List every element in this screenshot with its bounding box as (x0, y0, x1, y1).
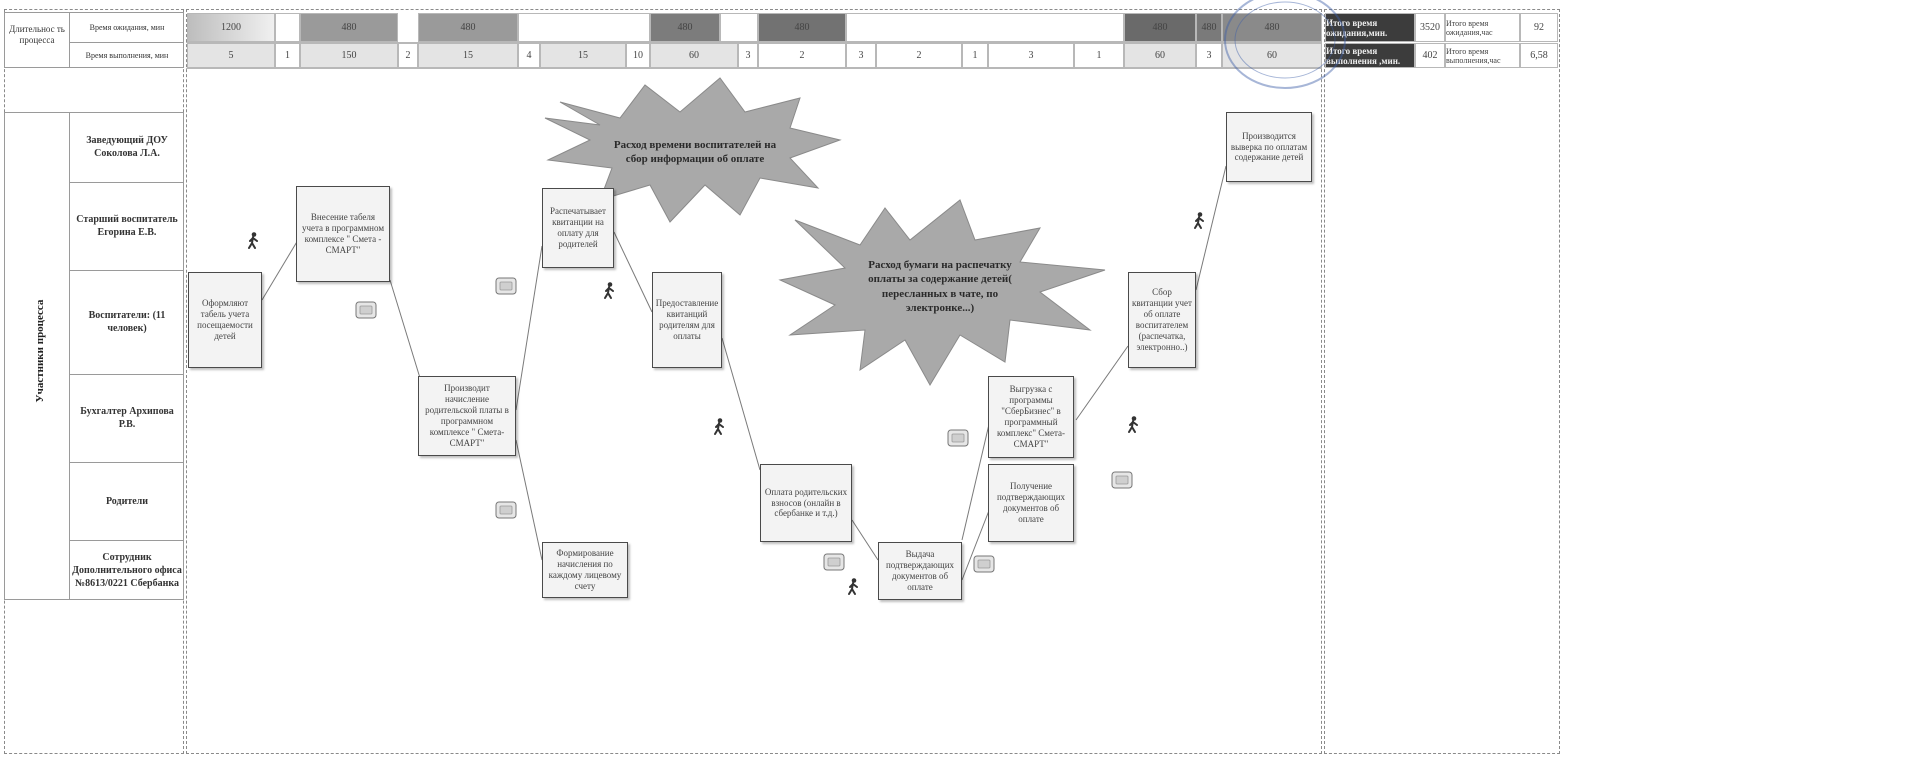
step-parent-payment: Оплата родительских взносов (онлайн в сб… (760, 464, 852, 542)
wait-cell: 480 (1124, 13, 1196, 42)
wait-cell: 480 (1222, 13, 1322, 42)
lane-label-senior-educator: Старший воспитатель Егорина Е.В. (76, 214, 178, 238)
exec-cell: 60 (1222, 43, 1322, 68)
callout-time-expense: Расход времени воспитателей на сбор инфо… (613, 139, 777, 166)
callout-paper-expense: Расход бумаги на распечатку оплаты за со… (868, 259, 1012, 314)
exec-cell: 2 (398, 43, 418, 68)
wait-cell-empty (720, 13, 758, 42)
total-exec-min-label: Итого время выполнения ,мин. (1325, 43, 1415, 68)
lane-label-educators: Воспитатели: (11 человек) (88, 310, 166, 334)
wait-row-label: Время ожидания, мин (89, 23, 165, 32)
wait-cell: 480 (300, 13, 398, 42)
step-reconcile: Производится выверка по оплатам содержан… (1226, 112, 1312, 182)
total-exec-hr-value: 6,58 (1520, 43, 1558, 68)
participants-table (4, 112, 184, 600)
exec-cell: 60 (650, 43, 738, 68)
exec-cell: 3 (1196, 43, 1222, 68)
exec-cell: 15 (418, 43, 518, 68)
exec-cell: 10 (626, 43, 650, 68)
wait-cell-empty (275, 13, 300, 42)
wait-cell: 1200 (187, 13, 275, 42)
step-print-receipts: Распечатывает квитанции на оплату для ро… (542, 188, 614, 268)
step-issue-docs: Выдача подтверждающих документов об опла… (878, 542, 962, 600)
exec-cell: 1 (275, 43, 300, 68)
total-wait-min-label: Итого время ожидания,мин. (1325, 13, 1415, 42)
step-receive-docs: Получение подтверждающих документов об о… (988, 464, 1074, 542)
total-exec-hr-label: Итого время выполнения,час (1445, 43, 1520, 68)
exec-cell: 5 (187, 43, 275, 68)
exec-cell: 1 (962, 43, 988, 68)
exec-cell: 1 (1074, 43, 1124, 68)
step-give-receipts: Предоставление квитанций родителям для о… (652, 272, 722, 368)
lane-label-bank-employee: Сотрудник Дополнительного офиса №8613/02… (72, 551, 182, 589)
wait-cell-empty (518, 13, 650, 42)
diagram-frame (186, 9, 1322, 754)
exec-cell: 2 (758, 43, 846, 68)
wait-cell: 480 (650, 13, 720, 42)
total-wait-hr-label: Итого время ожидания,час (1445, 13, 1520, 42)
lane-label-head: Заведующий ДОУ Соколова Л.А. (86, 135, 168, 159)
timing-row-bottom (186, 68, 1322, 69)
exec-cell: 3 (738, 43, 758, 68)
participants-divider (69, 112, 70, 600)
exec-cell: 15 (540, 43, 626, 68)
lane-line (70, 374, 184, 375)
step-fill-timesheet: Оформляют табель учета посещаемости дете… (188, 272, 262, 368)
timing-row-separator (186, 42, 1322, 43)
lane-line (70, 270, 184, 271)
exec-cell: 2 (876, 43, 962, 68)
exec-cell: 3 (988, 43, 1074, 68)
wait-cell-empty (846, 13, 1124, 42)
wait-cell: 480 (418, 13, 518, 42)
totals-frame (1324, 9, 1560, 754)
participants-label: Участники процесса (34, 299, 46, 403)
wait-cell: 480 (1196, 13, 1222, 42)
duration-label: Длительнос ть процесса (9, 24, 65, 46)
lane-line (70, 540, 184, 541)
exec-cell: 150 (300, 43, 398, 68)
exec-cell: 3 (846, 43, 876, 68)
wait-cell: 480 (758, 13, 846, 42)
exec-cell: 60 (1124, 43, 1196, 68)
total-wait-hr-value: 92 (1520, 13, 1558, 42)
exec-cell: 4 (518, 43, 540, 68)
lane-line (70, 462, 184, 463)
exec-row-label: Время выполнения, мин (85, 51, 169, 60)
step-collect-receipts: Сбор квитанции учет об оплате воспитател… (1128, 272, 1196, 368)
step-export-sberbusiness: Выгрузка с программы "СберБизнес" в прог… (988, 376, 1074, 458)
total-exec-min-value: 402 (1415, 43, 1445, 68)
lane-label-accountant: Бухгалтер Архипова Р.В. (80, 406, 174, 430)
step-enter-timesheet: Внесение табеля учета в программном комп… (296, 186, 390, 282)
lane-line (70, 182, 184, 183)
step-form-accruals: Формирование начисления по каждому лицев… (542, 542, 628, 598)
lane-label-parents: Родители (105, 495, 149, 507)
header-table (4, 12, 184, 68)
step-calc-fee: Производит начисление родительской платы… (418, 376, 516, 456)
total-wait-min-value: 3520 (1415, 13, 1445, 42)
header-divider-h (69, 42, 184, 43)
header-divider-v (69, 12, 70, 68)
